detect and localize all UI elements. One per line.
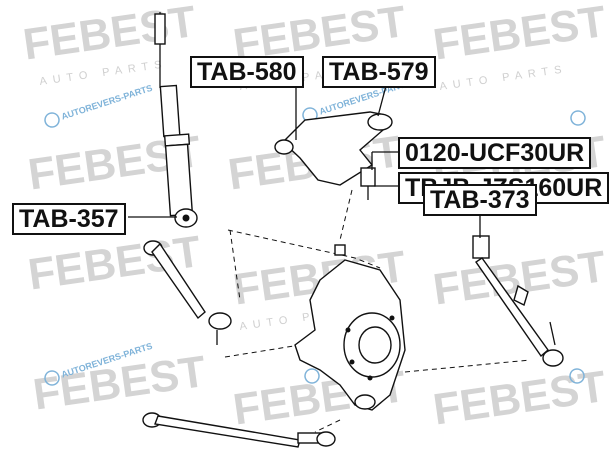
toe-link-bushing-housing — [472, 235, 490, 259]
lower-link — [142, 412, 336, 448]
upper-arm-body — [281, 111, 386, 186]
ar-badge-icon — [304, 368, 320, 384]
part-label-tab-580[interactable]: TAB-580 — [190, 56, 304, 88]
autorevers-badge-6 — [569, 368, 585, 384]
part-label-tab-579[interactable]: TAB-579 — [322, 56, 436, 88]
lateral-link — [143, 240, 232, 345]
dash-lower-link — [314, 419, 341, 433]
dash-upper-arm-to-knuckle — [339, 189, 353, 241]
autorevers-site-1: AUTOREVERS-PARTS — [60, 83, 154, 122]
shock-dust-boot — [159, 84, 181, 138]
shock-absorber — [154, 12, 198, 228]
flange-bolt-hole — [349, 359, 355, 365]
upper-control-arm — [274, 111, 393, 200]
knuckle-hub-center — [358, 326, 392, 364]
shock-thread — [154, 13, 166, 45]
shock-bushing-hole — [182, 214, 190, 222]
autorevers-badge-5 — [304, 368, 320, 384]
flange-bolt-hole — [367, 375, 373, 381]
autorevers-badge-3 — [570, 110, 586, 126]
toe-link-bracket — [513, 284, 529, 306]
dash-knuckle-to-rod — [404, 359, 531, 373]
toe-link-ball-end — [542, 349, 564, 367]
part-label-0120-ucf30ur[interactable]: 0120-UCF30UR — [398, 137, 592, 169]
leader-lines — [128, 85, 481, 238]
part-label-tab-357[interactable]: TAB-357 — [12, 203, 126, 235]
knuckle-lower-boss — [354, 394, 376, 410]
shock-body — [164, 143, 194, 217]
flange-bolt-hole — [345, 327, 351, 333]
toe-link-rod — [475, 257, 549, 358]
ar-badge-icon — [569, 368, 585, 384]
lower-link-end — [316, 431, 336, 447]
watermark-brand-9: FEBEST — [430, 242, 609, 315]
flange-bolt-hole — [389, 315, 395, 321]
ar-badge-icon — [570, 110, 586, 126]
auto-parts-watermark-3: AUTO PARTS — [439, 63, 568, 93]
watermark-brand-3: FEBEST — [430, 0, 609, 70]
watermark-sub-3: AUTO PARTS — [439, 63, 568, 93]
dash-knuckle-top — [227, 229, 381, 269]
ar-badge-icon — [44, 112, 60, 128]
febest-watermark-3: FEBEST — [430, 0, 609, 70]
watermark-brand-1: FEBEST — [20, 0, 199, 70]
upper-arm-bushing-front — [274, 139, 294, 155]
febest-watermark-12: FEBEST — [430, 362, 609, 435]
dash-left — [229, 229, 241, 301]
assembly-lines — [224, 189, 531, 433]
knuckle-stud-top — [334, 244, 346, 256]
autorevers-badge-1: AUTOREVERS-PARTS — [44, 83, 154, 128]
part-label-tab-373[interactable]: TAB-373 — [423, 184, 537, 216]
steering-knuckle — [294, 244, 406, 411]
upper-arm-bushing-rear — [367, 113, 393, 131]
lower-link-bar — [154, 415, 301, 448]
ar-badge-icon — [44, 370, 60, 386]
lateral-link-arm — [151, 242, 206, 320]
febest-watermark-1: FEBEST — [20, 0, 199, 70]
leader-tab-579 — [377, 85, 387, 117]
dash-link-to-knuckle — [224, 344, 301, 358]
toe-link-stud — [549, 321, 556, 346]
lateral-link-ball-joint — [208, 312, 232, 330]
toe-link — [472, 235, 564, 367]
febest-watermark-9: FEBEST — [430, 242, 609, 315]
upper-ball-joint — [360, 167, 376, 187]
watermark-brand-12: FEBEST — [430, 362, 609, 435]
